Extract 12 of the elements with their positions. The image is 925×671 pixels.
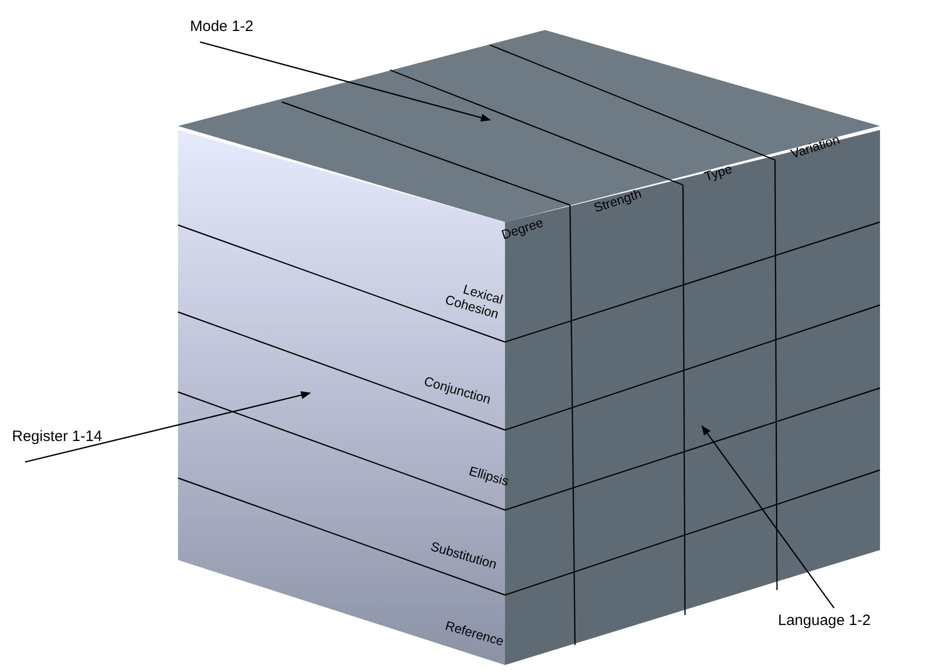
callout-label: Register 1-14 [12,428,102,445]
column-label: Variation [788,131,842,161]
leader-arrow [24,391,311,463]
column-label: Degree [499,214,544,242]
leader-arrow [200,41,491,122]
callout-label: Mode 1-2 [190,18,254,35]
row-label: Ellipsis [466,462,511,488]
callout-label: Language 1-2 [778,612,871,629]
cube-top-face [178,30,880,222]
column-label: Strength [591,185,643,215]
column-label: Type [702,160,734,184]
leader-arrow [701,425,835,608]
